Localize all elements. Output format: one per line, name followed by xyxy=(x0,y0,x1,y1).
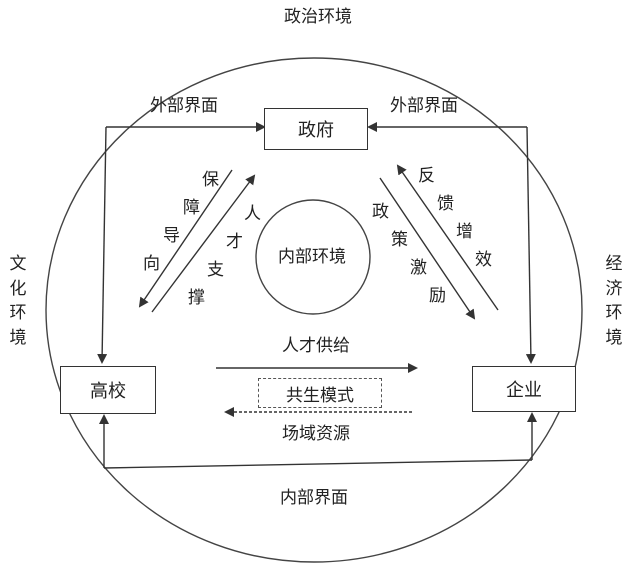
gov-to-university-line xyxy=(97,126,108,364)
inner-environment-circle xyxy=(255,199,371,315)
guarantee-guide-char: 向 xyxy=(143,254,160,274)
field-resources-label: 场域资源 xyxy=(282,424,350,444)
outer-environment-circle xyxy=(45,57,583,563)
talent-support-char: 撑 xyxy=(188,288,205,308)
university-node: 高校 xyxy=(60,366,156,414)
policy-incentive-arrow xyxy=(379,177,476,320)
government-node: 政府 xyxy=(264,108,368,150)
external-interface-label-right: 外部界面 xyxy=(390,96,458,116)
talent-support-char: 人 xyxy=(244,204,261,224)
policy-incentive-char: 策 xyxy=(391,230,408,250)
guarantee-guide-char: 障 xyxy=(183,198,200,218)
policy-incentive-char: 激 xyxy=(410,258,427,278)
guarantee-guide-arrow xyxy=(138,169,233,308)
feedback-effect-arrow xyxy=(396,164,499,311)
talent-supply-label: 人才供给 xyxy=(282,336,350,356)
guarantee-guide-char: 导 xyxy=(163,226,180,246)
economic-environment-label: 经济环境 xyxy=(605,254,623,348)
internal-environment-label: 内部环境 xyxy=(278,247,346,267)
internal-interface-bottom-line xyxy=(103,459,533,469)
guarantee-guide-char: 保 xyxy=(202,170,219,190)
talent-support-char: 才 xyxy=(226,232,243,252)
external-interface-label-left: 外部界面 xyxy=(150,96,218,116)
feedback-effect-char: 反 xyxy=(418,166,435,186)
feedback-effect-char: 效 xyxy=(475,250,492,270)
feedback-effect-char: 馈 xyxy=(437,194,454,214)
feedback-effect-char: 增 xyxy=(456,222,473,242)
political-environment-label: 政治环境 xyxy=(284,7,352,27)
talent-support-char: 支 xyxy=(207,260,224,280)
cultural-environment-label: 文化环境 xyxy=(9,254,27,348)
policy-incentive-char: 政 xyxy=(372,202,389,222)
policy-incentive-char: 励 xyxy=(429,286,446,306)
gov-to-enterprise-line xyxy=(525,126,536,364)
internal-interface-label: 内部界面 xyxy=(280,488,348,508)
talent-support-arrow xyxy=(151,174,256,313)
enterprise-node: 企业 xyxy=(472,366,576,412)
symbiosis-mode-box: 共生模式 xyxy=(258,378,382,408)
